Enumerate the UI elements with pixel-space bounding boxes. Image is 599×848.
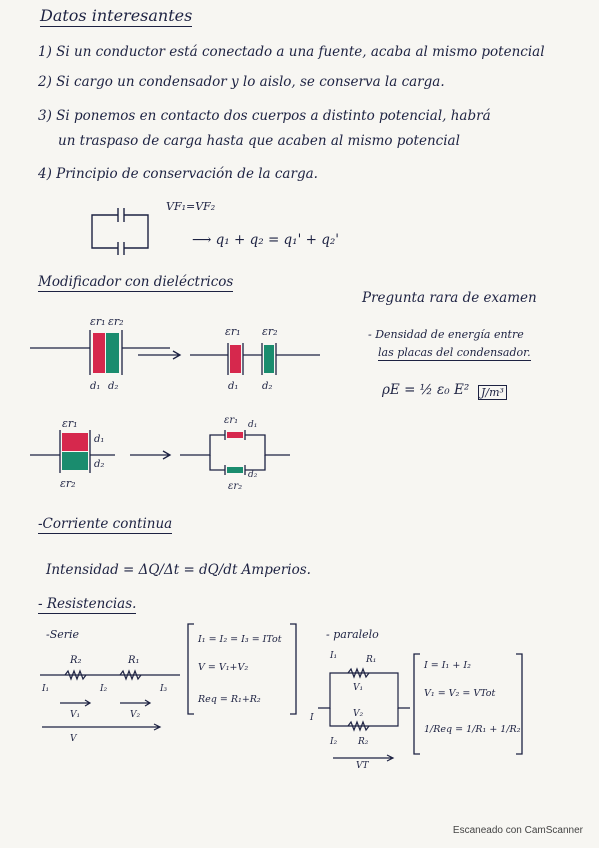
label-er1-c: εr₁ <box>62 417 78 430</box>
parallel-r1: R₁ <box>365 655 376 665</box>
parallel-v1: V₁ <box>353 683 363 693</box>
parallel-circuit: I₁ R₁ V₁ I V₂ I₂ R₂ VT <box>309 651 410 768</box>
scanner-watermark: Escaneado con CamScanner <box>452 825 583 836</box>
resistances-heading: - Resistencias. <box>38 596 137 614</box>
label-d1-c: d₁ <box>94 434 104 445</box>
parallel-label: - paralelo <box>326 628 379 641</box>
series-r2: R₂ <box>69 655 82 666</box>
series-i3: I₃ <box>159 684 168 694</box>
parallel-vt: VT <box>356 761 369 768</box>
charge-conservation-eq: ⟶ q₁ + q₂ = q₁' + q₂' <box>192 232 339 248</box>
equal-potential: VF₁=VF₂ <box>166 200 216 213</box>
series-eq-3: Req = R₁+R₂ <box>198 694 261 705</box>
series-i1: I₁ <box>41 684 49 694</box>
label-er1-d: εr₁ <box>224 415 238 426</box>
label-d1-b: d₁ <box>228 381 238 392</box>
parallel-i2: I₂ <box>329 737 338 747</box>
energy-density-formula: ρE = ½ ε₀ E² <box>382 382 470 398</box>
label-er2-d: εr₂ <box>228 481 242 492</box>
exam-note: Pregunta rara de examen <box>362 290 537 306</box>
fact-1: 1) Si un conductor está conectado a una … <box>38 44 545 60</box>
label-d2-d: d₂ <box>248 470 258 480</box>
label-d2-a: d₂ <box>108 381 118 392</box>
label-d1-d: d₁ <box>248 420 257 430</box>
series-v: V <box>70 734 78 744</box>
parallel-i1: I₁ <box>329 651 337 661</box>
series-r1: R₁ <box>127 655 140 666</box>
fact-4: 4) Principio de conservación de la carga… <box>38 166 318 182</box>
label-d2-c: d₂ <box>94 459 104 470</box>
page-title: Datos interesantes <box>40 6 193 27</box>
parallel-v2: V₂ <box>353 709 363 719</box>
parallel-eq-3: 1/Req = 1/R₁ + 1/R₂ <box>424 724 521 735</box>
parallel-eq-1: I = I₁ + I₂ <box>424 660 471 671</box>
label-er2-c: εr₂ <box>60 477 76 490</box>
fact-3: 3) Si ponemos en contacto dos cuerpos a … <box>38 108 491 124</box>
series-v2: V₂ <box>130 710 140 720</box>
series-circuit: R₂ R₁ I₁ I₂ I₃ V₁ V₂ V <box>40 655 180 744</box>
density-note-1: - Densidad de energía entre <box>368 328 524 341</box>
current-heading: -Corriente continua <box>38 516 173 534</box>
label-d2-b: d₂ <box>262 381 272 392</box>
parallel-eq-2: V₁ = V₂ = VTot <box>424 688 496 699</box>
dielectrics-heading: Modificador con dieléctricos <box>38 274 234 292</box>
series-bracket <box>187 623 297 715</box>
parallel-i: I <box>309 713 314 723</box>
fact-3-cont: un traspaso de carga hasta que acaben al… <box>58 133 460 149</box>
intensity-definition: Intensidad = ΔQ/Δt = dQ/dt Amperios. <box>46 562 311 578</box>
label-er2-a: εr₂ <box>108 315 124 328</box>
series-eq-2: V = V₁+V₂ <box>198 662 249 673</box>
label-d1-a: d₁ <box>90 381 100 392</box>
label-er1-b: εr₁ <box>225 325 241 338</box>
series-label: -Serie <box>46 628 80 641</box>
dielectric-diagrams: εr₁ εr₂ d₁ d₂ εr₁ εr₂ d₁ d₂ εr₁ d₁ d₂ εr… <box>30 315 320 492</box>
density-note-2: las placas del condensador. <box>378 346 531 361</box>
series-eq-1: I₁ = I₂ = I₃ = ITot <box>198 634 282 645</box>
series-v1: V₁ <box>70 710 80 720</box>
energy-density-unit: J/m³ <box>478 385 507 400</box>
label-er1-a: εr₁ <box>90 315 106 328</box>
parallel-bracket <box>413 653 523 755</box>
parallel-r2: R₂ <box>357 737 369 747</box>
fact-2: 2) Si cargo un condensador y lo aislo, s… <box>38 74 445 90</box>
label-er2-b: εr₂ <box>262 325 278 338</box>
capacitor-pair-diagram <box>91 208 149 255</box>
series-i2: I₂ <box>99 684 108 694</box>
